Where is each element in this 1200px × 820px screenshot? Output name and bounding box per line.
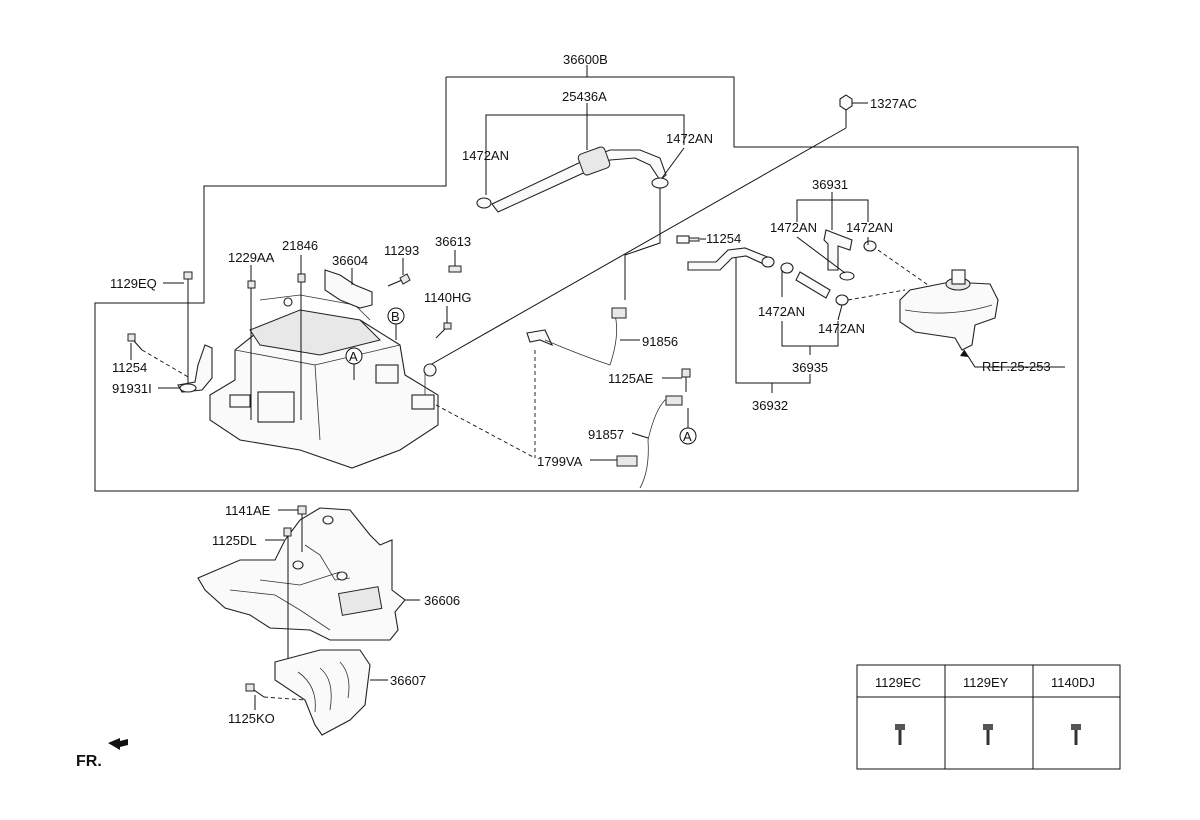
marker-b-label: B — [391, 309, 400, 324]
label-1472an-left: 1472AN — [462, 148, 509, 163]
label-21846: 21846 — [282, 238, 318, 253]
clamp-36931-d — [835, 294, 849, 306]
cable-91856 — [526, 307, 627, 366]
clamp-36932 — [761, 256, 775, 268]
label-1140hg: 1140HG — [424, 290, 471, 305]
label-36600b: 36600B — [563, 52, 608, 67]
bolt-1125dl — [283, 527, 292, 550]
bracket-36604 — [324, 269, 373, 309]
bolt-1129eq — [183, 271, 193, 293]
table-header-1129ey: 1129EY — [963, 675, 1009, 690]
connector-1799va — [616, 455, 638, 467]
label-1327ac: 1327AC — [870, 96, 917, 111]
bolt-1125ko — [245, 683, 265, 698]
marker-a-cable-label: A — [683, 429, 692, 444]
label-36606: 36606 — [424, 593, 460, 608]
marker-a-cable — [679, 427, 697, 445]
hose-25436a — [491, 146, 667, 213]
bracket-36606 — [197, 507, 406, 641]
clamp-left — [476, 197, 492, 209]
bolt-1229aa — [247, 280, 256, 304]
nut-1327ac — [839, 94, 853, 111]
fastener-icon-1140dj — [1071, 724, 1081, 745]
label-36613: 36613 — [435, 234, 471, 249]
assembly-frame — [94, 76, 1079, 492]
label-1125ko: 1125KO — [228, 711, 275, 726]
label-91856: 91856 — [642, 334, 678, 349]
label-1472an-b: 1472AN — [846, 220, 893, 235]
label-36935: 36935 — [792, 360, 828, 375]
bracket-36607 — [274, 649, 371, 736]
bracket-91931i — [177, 344, 213, 393]
label-36931: 36931 — [812, 177, 848, 192]
bolt-1125ae — [681, 368, 691, 392]
label-1129eq: 1129EQ — [110, 276, 157, 291]
label-11254-hose: 11254 — [706, 231, 741, 246]
label-1125dl: 1125DL — [212, 533, 257, 548]
fastener-icon-1129ec — [895, 724, 905, 745]
clip-36613 — [448, 265, 462, 273]
cable-91857 — [639, 395, 683, 489]
bolt-11254-left — [127, 333, 143, 351]
label-fr: FR. — [76, 753, 102, 770]
label-36607: 36607 — [390, 673, 426, 688]
label-1229aa: 1229AA — [228, 250, 275, 265]
label-25436a: 25436A — [562, 89, 607, 104]
label-1472an-c: 1472AN — [758, 304, 805, 319]
bolt-21846 — [297, 273, 306, 296]
table-header-1140dj: 1140DJ — [1051, 675, 1095, 690]
inverter-unit — [209, 294, 439, 469]
fastener-icon-1129ey — [983, 724, 993, 745]
front-arrow-icon — [108, 738, 128, 750]
label-36932: 36932 — [752, 398, 788, 413]
label-1472an-d: 1472AN — [818, 321, 865, 336]
hose-36931 — [795, 229, 853, 299]
label-1799va: 1799VA — [537, 454, 583, 469]
hose-36932 — [687, 247, 771, 271]
bolt-11254-hose — [676, 235, 700, 244]
reservoir-tank — [899, 269, 999, 351]
label-1472an-right: 1472AN — [666, 131, 713, 146]
screw-11293 — [387, 273, 411, 287]
clamp-36931-c — [780, 262, 794, 274]
label-11254-left: 11254 — [112, 360, 147, 375]
label-36604: 36604 — [332, 253, 368, 268]
fastener-table — [856, 664, 1121, 770]
label-11293: 11293 — [384, 243, 419, 258]
label-1472an-a: 1472AN — [770, 220, 817, 235]
table-header-1129ec: 1129EC — [875, 675, 921, 690]
label-91857: 91857 — [588, 427, 624, 442]
clamp-right — [651, 177, 669, 189]
label-1141ae: 1141AE — [225, 503, 271, 518]
label-ref-25-253: REF.25-253 — [982, 359, 1051, 374]
label-1125ae: 1125AE — [608, 371, 654, 386]
clamp-36931-b — [863, 240, 877, 252]
bolt-1140hg — [435, 322, 452, 339]
label-91931i: 91931I — [112, 381, 152, 396]
clamp-36931-a — [839, 271, 855, 281]
marker-a-main-label: A — [349, 349, 358, 364]
